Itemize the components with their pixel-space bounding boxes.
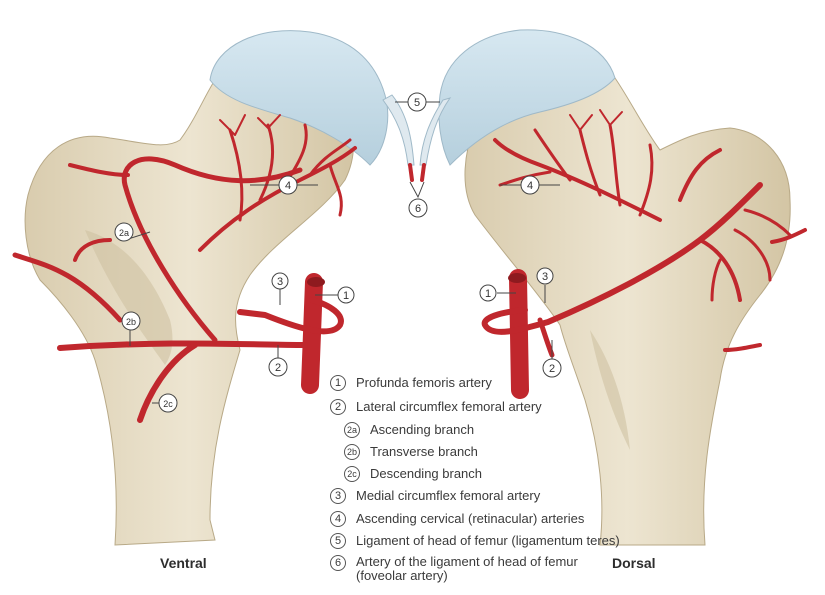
svg-text:2b: 2b xyxy=(126,317,136,327)
legend-number: 4 xyxy=(330,511,346,527)
legend-item: 4 Ascending cervical (retinacular) arter… xyxy=(330,509,584,529)
svg-text:3: 3 xyxy=(277,276,283,288)
dorsal-label: Dorsal xyxy=(612,555,656,571)
svg-text:2: 2 xyxy=(275,362,281,374)
callout-1-dorsal: 1 xyxy=(480,285,496,301)
callout-2-ventral: 2 xyxy=(269,358,287,376)
legend-item: 2 Lateral circumflex femoral artery xyxy=(330,397,542,417)
callout-2b: 2b xyxy=(122,312,140,330)
callout-5: 5 xyxy=(408,93,426,111)
callout-2c: 2c xyxy=(159,394,177,412)
ventral-label: Ventral xyxy=(160,555,207,571)
callout-2a: 2a xyxy=(115,223,133,241)
legend-text: Transverse branch xyxy=(370,445,478,459)
legend-text: Descending branch xyxy=(370,467,482,481)
svg-text:2c: 2c xyxy=(163,399,173,409)
callout-4-ventral: 4 xyxy=(279,176,297,194)
callout-4-dorsal: 4 xyxy=(521,176,539,194)
legend-item: 6 Artery of the ligament of head of femu… xyxy=(330,555,606,589)
legend-number: 2b xyxy=(344,444,360,460)
legend-item: 2b Transverse branch xyxy=(344,442,478,462)
legend-text: Profunda femoris artery xyxy=(356,376,492,390)
legend-item: 5 Ligament of head of femur (ligamentum … xyxy=(330,531,620,551)
legend-item: 2c Descending branch xyxy=(344,464,482,484)
legend-number: 2a xyxy=(344,422,360,438)
callout-1-ventral: 1 xyxy=(338,287,354,303)
svg-text:1: 1 xyxy=(343,290,349,302)
svg-text:4: 4 xyxy=(527,180,533,192)
callout-3-dorsal: 3 xyxy=(537,268,553,284)
legend-number: 2 xyxy=(330,399,346,415)
svg-text:4: 4 xyxy=(285,180,291,192)
callout-3-ventral: 3 xyxy=(272,273,288,289)
ventral-medial-circumflex xyxy=(240,300,341,331)
legend-item: 1 Profunda femoris artery xyxy=(330,373,492,393)
legend-item: 3 Medial circumflex femoral artery xyxy=(330,486,540,506)
legend-item: 2a Ascending branch xyxy=(344,420,474,440)
legend-number: 1 xyxy=(330,375,346,391)
legend-number: 3 xyxy=(330,488,346,504)
legend-text: Ascending branch xyxy=(370,423,474,437)
svg-text:3: 3 xyxy=(542,271,548,283)
svg-text:1: 1 xyxy=(485,288,491,300)
legend-number: 6 xyxy=(330,555,346,571)
legend-text: Lateral circumflex femoral artery xyxy=(356,400,542,414)
legend-text: Ligament of head of femur (ligamentum te… xyxy=(356,534,620,548)
legend-text: Artery of the ligament of head of femur … xyxy=(356,555,606,583)
svg-text:6: 6 xyxy=(415,203,421,215)
legend-text: Ascending cervical (retinacular) arterie… xyxy=(356,512,584,526)
svg-text:5: 5 xyxy=(414,97,420,109)
legend-number: 5 xyxy=(330,533,346,549)
legend-text: Medial circumflex femoral artery xyxy=(356,489,540,503)
ventral-femur xyxy=(25,31,388,545)
svg-text:2: 2 xyxy=(549,363,555,375)
dorsal-profunda-femoris xyxy=(518,278,520,390)
svg-text:2a: 2a xyxy=(119,228,129,238)
legend-number: 2c xyxy=(344,466,360,482)
callout-2-dorsal: 2 xyxy=(543,359,561,377)
callout-6: 6 xyxy=(409,199,427,217)
